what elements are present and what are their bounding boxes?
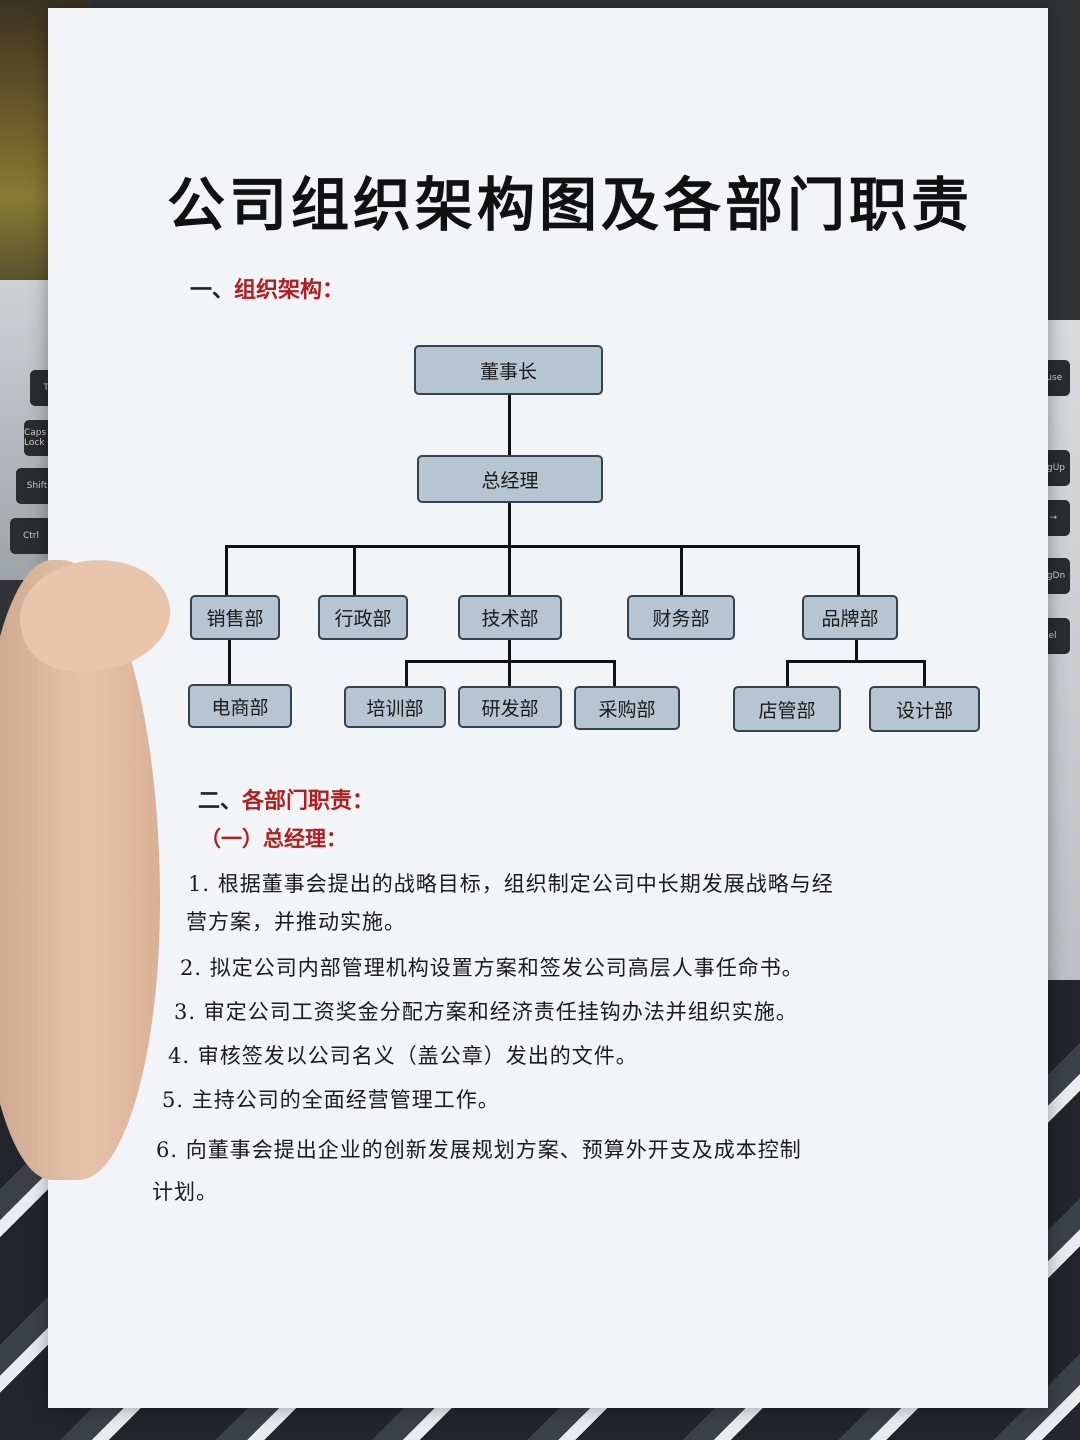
duty-line: 5. 主持公司的全面经营管理工作。: [162, 1088, 500, 1112]
node-finance: 财务部: [627, 595, 735, 640]
connector-design: [923, 660, 926, 686]
connector-store: [786, 660, 789, 686]
duty-line: 2. 拟定公司内部管理机构设置方案和签发公司高层人事任命书。: [180, 956, 804, 980]
connector-gm-tech: [508, 500, 511, 596]
subsection-heading-gm: （一）总经理：: [200, 826, 347, 851]
node-rnd: 研发部: [458, 686, 562, 728]
connector-purchase: [613, 660, 616, 686]
node-admin: 行政部: [318, 595, 408, 640]
node-sales: 销售部: [190, 595, 280, 640]
section-number: 一、: [190, 277, 235, 303]
page-title: 公司组织架构图及各部门职责: [166, 171, 973, 239]
node-general-manager: 总经理: [417, 455, 603, 503]
node-training: 培训部: [344, 686, 446, 728]
section-number: 二、: [198, 788, 243, 814]
duty-line: 3. 审定公司工资奖金分配方案和经济责任挂钩办法并组织实施。: [174, 1000, 798, 1024]
node-purchasing: 采购部: [574, 686, 680, 730]
duty-line: 4. 审核签发以公司名义（盖公章）发出的文件。: [168, 1044, 638, 1068]
duty-line: 1. 根据董事会提出的战略目标，组织制定公司中长期发展战略与经: [188, 872, 834, 896]
node-chairman: 董事长: [414, 345, 603, 395]
duty-line: 6. 向董事会提出企业的创新发展规划方案、预算外开支及成本控制: [156, 1138, 802, 1162]
node-brand: 品牌部: [802, 595, 898, 640]
connector-brand-sub: [855, 638, 858, 662]
node-design: 设计部: [869, 686, 980, 732]
node-store-management: 店管部: [733, 686, 841, 732]
duty-line: 营方案，并推动实施。: [186, 910, 406, 934]
node-tech: 技术部: [458, 595, 562, 640]
duty-line: 计划。: [152, 1180, 218, 1204]
connector-dept-bus: [225, 545, 860, 548]
connector-training: [405, 660, 408, 686]
connector-sales: [225, 545, 228, 595]
section-heading-org: 一、组织架构：: [190, 272, 344, 304]
node-ecommerce: 电商部: [188, 684, 292, 728]
connector-tech-bus: [405, 660, 615, 663]
connector-root-gm: [508, 393, 511, 455]
connector-finance: [680, 545, 683, 595]
connector-brand-bus: [786, 660, 926, 663]
section-label: 组织架构：: [234, 277, 345, 303]
connector-admin: [353, 545, 356, 595]
connector-brand: [857, 545, 860, 595]
section-heading-duties: 二、各部门职责：: [198, 783, 374, 815]
connector-sales-ecom: [228, 638, 231, 684]
key-ctrl: Ctrl: [10, 518, 52, 554]
section-label: 各部门职责：: [242, 788, 375, 814]
